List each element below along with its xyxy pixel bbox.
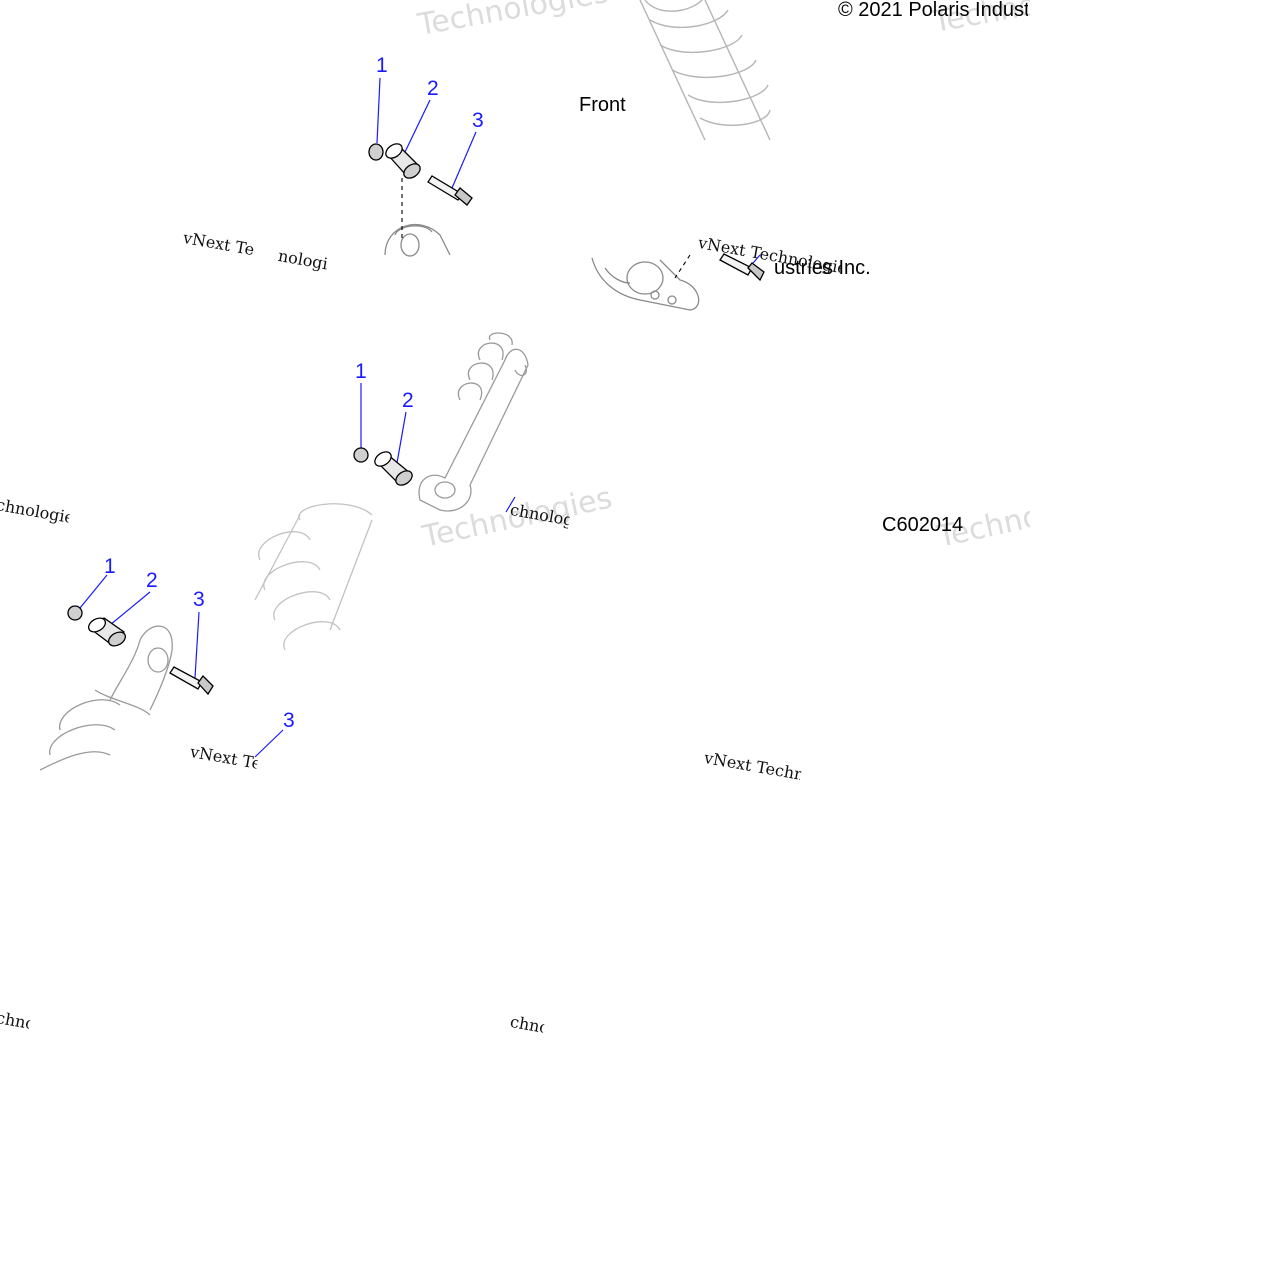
spring-middle-left <box>254 503 373 651</box>
callout-number: 2 <box>146 569 158 592</box>
leader-lines <box>79 77 761 758</box>
callout-number: 1 <box>355 360 367 383</box>
middle-nut <box>353 447 369 463</box>
copyright-text: © 2021 Polaris Industries Inc. <box>838 0 1028 20</box>
watermark-layer: Technologies Technologies Technologies T… <box>414 0 1130 555</box>
shock-absorber-lower <box>39 625 173 771</box>
alignment-dashes <box>401 178 691 279</box>
right-mount-bracket <box>591 257 700 311</box>
top-nut <box>368 143 384 161</box>
shock-absorber-middle <box>418 332 529 512</box>
lower-bushing <box>87 617 127 647</box>
watermark-text: Technologies <box>414 0 611 43</box>
right-bolt <box>719 253 765 282</box>
figure-code: C602014 <box>882 514 964 536</box>
callout-number: 3 <box>283 709 295 732</box>
lower-bolt <box>169 666 214 696</box>
mask-block <box>0 1040 1285 1285</box>
callout-number: 1 <box>376 54 388 77</box>
callout-number: 2 <box>427 77 439 100</box>
callout-number: 2 <box>402 389 414 412</box>
top-bolt <box>427 175 473 206</box>
callout-number: 3 <box>193 588 205 611</box>
callout-number: 1 <box>104 555 116 578</box>
lower-nut <box>67 605 83 621</box>
callout-number: 3 <box>472 109 484 132</box>
copyright-text-continued: ustries Inc. <box>774 257 871 279</box>
middle-bushing <box>374 451 413 486</box>
top-bushing <box>385 143 421 179</box>
top-mount-bracket <box>384 224 451 257</box>
front-label: Front <box>579 94 626 116</box>
shock-spring-top <box>639 0 771 141</box>
